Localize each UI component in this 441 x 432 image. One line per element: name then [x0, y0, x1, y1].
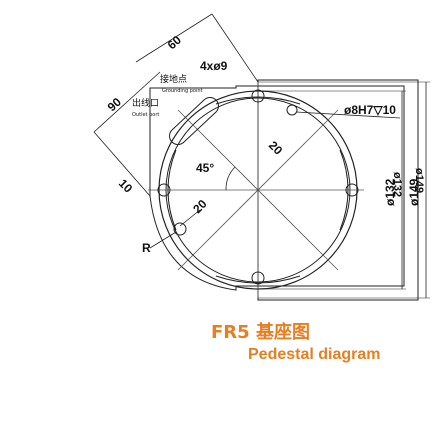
dia-149-label: ø149 — [407, 178, 421, 206]
dia-132-label: ø132 — [383, 178, 397, 206]
grounding-point — [173, 222, 187, 236]
dim-20-top-label: 20 — [266, 138, 286, 158]
mount-hole-right — [345, 183, 359, 197]
extension-line-90 — [93, 131, 151, 197]
bore-leader — [295, 111, 401, 119]
dia-132-mirror-label: ø132 — [391, 172, 403, 197]
angle-arc — [225, 166, 236, 191]
inner-arc-top — [215, 96, 301, 105]
mount-hole-left — [157, 183, 171, 197]
pin-bore — [286, 104, 298, 116]
extension-line-60 — [135, 13, 213, 63]
caption-title-cn: FR5 基座图 — [211, 322, 310, 343]
diagonal-line-b — [177, 109, 339, 271]
outlet-label-cn: 出线口 — [132, 97, 159, 109]
grounding-label-en: Grounding point — [162, 88, 203, 94]
inner-arc-left — [167, 149, 177, 231]
mount-hole-top — [251, 89, 265, 103]
r-leader — [149, 231, 177, 249]
dim-20-leader — [179, 209, 201, 227]
outlet-slot — [169, 97, 219, 145]
inner-arc-bottom — [215, 275, 301, 284]
extension-line-upper — [211, 13, 259, 83]
pedestal-outline — [149, 85, 405, 291]
bore-label: ø8H7▽10 — [344, 103, 396, 117]
grounding-label-cn: 接地点 — [160, 73, 187, 85]
dim-60-label: 60 — [165, 33, 185, 53]
holes-label: 4xø9 — [200, 59, 228, 73]
dia-149-mirror-label: ø149 — [413, 168, 425, 193]
dim-10-label: 10 — [116, 176, 136, 196]
radius-label: R — [142, 241, 151, 255]
mount-hole-bottom — [251, 271, 265, 285]
angle-label: 45° — [196, 161, 214, 175]
dimension-line-90 — [93, 71, 161, 133]
dim-90-label: 90 — [105, 95, 125, 115]
outlet-label-en: Outlet port — [132, 112, 159, 118]
inner-arc-right — [339, 149, 349, 231]
caption-title-en: Pedestal diagram — [248, 346, 381, 363]
dim-20-bottom-label: 20 — [190, 197, 210, 217]
